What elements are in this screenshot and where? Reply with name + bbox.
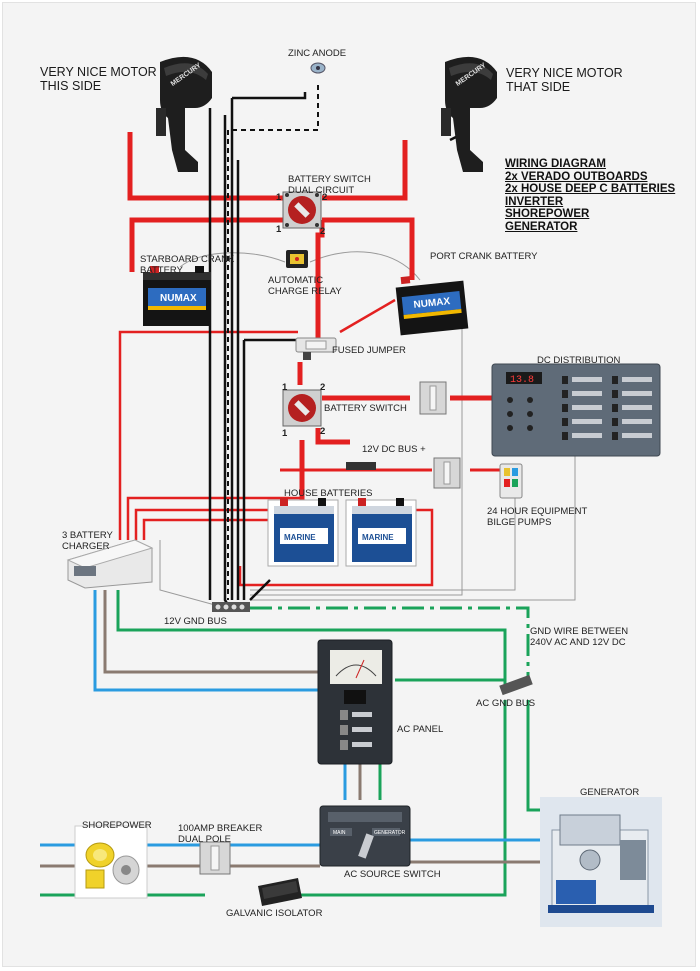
- ac-gnd-bus-label: AC GND BUS: [476, 698, 536, 709]
- gnd-bus-label: 12V GND BUS: [164, 616, 227, 627]
- ac-panel-label: AC PANEL: [397, 724, 444, 735]
- battery-switch-dual-icon: [282, 191, 322, 229]
- starboard-battery-brand: NUMAX: [160, 293, 197, 304]
- terminal-label: 2: [320, 226, 326, 237]
- starboard-crank-label-1: STARBOARD CRANK: [140, 254, 235, 265]
- left-outboard-motor-icon: MERCURY: [156, 56, 212, 173]
- fused-jumper-icon: [295, 337, 337, 360]
- ac-source-switch-label: AC SOURCE SWITCH: [344, 869, 441, 880]
- equipment-label-1: 24 HOUR EQUIPMENT: [487, 506, 588, 517]
- ac-source-generator-label: GENERATOR: [374, 830, 406, 836]
- right-motor-caption-line1: VERY NICE MOTOR: [506, 66, 623, 80]
- zinc-anode-icon: [310, 62, 326, 74]
- equipment-label-2: BILGE PUMPS: [487, 517, 552, 528]
- starboard-crank-label-2: BATTERY: [140, 265, 183, 276]
- gnd-bus-icon: [212, 602, 250, 612]
- terminal-label: 1: [282, 428, 288, 439]
- title-line: 2x VERADO OUTBOARDS: [505, 170, 648, 183]
- charge-relay-icon: [286, 250, 308, 268]
- right-motor-caption-line2: THAT SIDE: [506, 80, 571, 94]
- generator-icon: [540, 797, 662, 927]
- battery-charger-icon: [66, 539, 154, 589]
- terminal-label: 1: [282, 382, 288, 393]
- right-outboard-motor-icon: MERCURY: [441, 56, 497, 173]
- house-batteries-label: HOUSE BATTERIES: [284, 488, 373, 499]
- right-motor-caption: VERY NICE MOTOR THAT SIDE: [506, 66, 623, 94]
- dc-distribution-label: DC DISTRIBUTION: [537, 355, 621, 366]
- zinc-anode-wire: [227, 85, 319, 600]
- port-crank-battery-icon: NUMAX: [395, 276, 469, 336]
- title-block: WIRING DIAGRAM 2x VERADO OUTBOARDS 2x HO…: [505, 158, 675, 233]
- fuse-block-icon: [499, 463, 523, 499]
- ac-source-switch-icon: MAIN GENERATOR: [319, 805, 411, 867]
- dc-distribution-panel-icon: 13.8: [491, 363, 661, 457]
- title-line: GENERATOR: [505, 220, 578, 233]
- left-motor-caption-line2: THIS SIDE: [40, 79, 102, 93]
- house-battery-1-brand: MARINE: [284, 533, 316, 542]
- shorepower-label: SHOREPOWER: [82, 820, 152, 831]
- port-battery-brand: NUMAX: [413, 296, 451, 311]
- generator-label: GENERATOR: [580, 787, 640, 798]
- battery-switch-dual-label-1: BATTERY SWITCH: [288, 174, 371, 185]
- breaker-label-1: 100AMP BREAKER: [178, 823, 263, 834]
- breaker-label-2: DUAL POLE: [178, 834, 231, 845]
- terminal-label: 2: [320, 426, 326, 437]
- dc-bus-label: 12V DC BUS +: [362, 444, 426, 455]
- gnd-wire-label-1: GND WIRE BETWEEN: [530, 626, 629, 637]
- terminal-label: 2: [320, 382, 326, 393]
- ac-panel-icon: [317, 639, 393, 765]
- ac-source-main-label: MAIN: [333, 830, 346, 836]
- charge-relay-label-1: AUTOMATIC: [268, 275, 324, 286]
- starboard-crank-battery-icon: NUMAX: [143, 266, 211, 326]
- galvanic-isolator-icon: [258, 878, 302, 906]
- terminal-label: 1: [276, 224, 282, 235]
- battery-switch-icon: [282, 389, 322, 427]
- charge-relay-label-2: CHARGE RELAY: [268, 286, 342, 297]
- port-crank-label: PORT CRANK BATTERY: [430, 251, 538, 262]
- left-motor-caption-line1: VERY NICE MOTOR: [40, 65, 157, 79]
- house-battery-1-icon: MARINE: [267, 498, 339, 567]
- battery-switch-label: BATTERY SWITCH: [324, 403, 407, 414]
- title-line: 2x HOUSE DEEP C BATTERIES: [505, 183, 676, 195]
- terminal-label: 1: [276, 192, 282, 203]
- title-line: INVERTER: [505, 195, 564, 208]
- equipment-breaker-icon: [433, 457, 461, 489]
- house-battery-2-icon: MARINE: [345, 498, 417, 567]
- title-line: SHOREPOWER: [505, 208, 590, 220]
- gnd-wire-label-2: 240V AC AND 12V DC: [530, 637, 626, 648]
- main-breaker-icon: [199, 841, 231, 875]
- title-line: WIRING DIAGRAM: [505, 158, 606, 170]
- dc-breaker-icon: [419, 381, 447, 415]
- shorepower-plug-icon: [74, 825, 148, 899]
- charger-label-1: 3 BATTERY: [62, 530, 113, 541]
- zinc-anode-label: ZINC ANODE: [288, 48, 347, 59]
- fused-jumper-label: FUSED JUMPER: [332, 345, 406, 356]
- left-motor-caption: VERY NICE MOTOR THIS SIDE: [40, 65, 157, 93]
- battery-switch-dual-label-2: DUAL CIRCUIT: [288, 185, 355, 196]
- house-battery-2-brand: MARINE: [362, 533, 394, 542]
- terminal-label: 2: [322, 192, 328, 203]
- galvanic-isolator-label: GALVANIC ISOLATOR: [226, 908, 323, 919]
- dc-bus-bar-icon: [346, 462, 376, 470]
- ac-gnd-bus-icon: [499, 674, 533, 696]
- charger-label-2: CHARGER: [62, 541, 110, 552]
- ac-cables: [40, 590, 545, 868]
- dc-panel-display: 13.8: [510, 375, 534, 386]
